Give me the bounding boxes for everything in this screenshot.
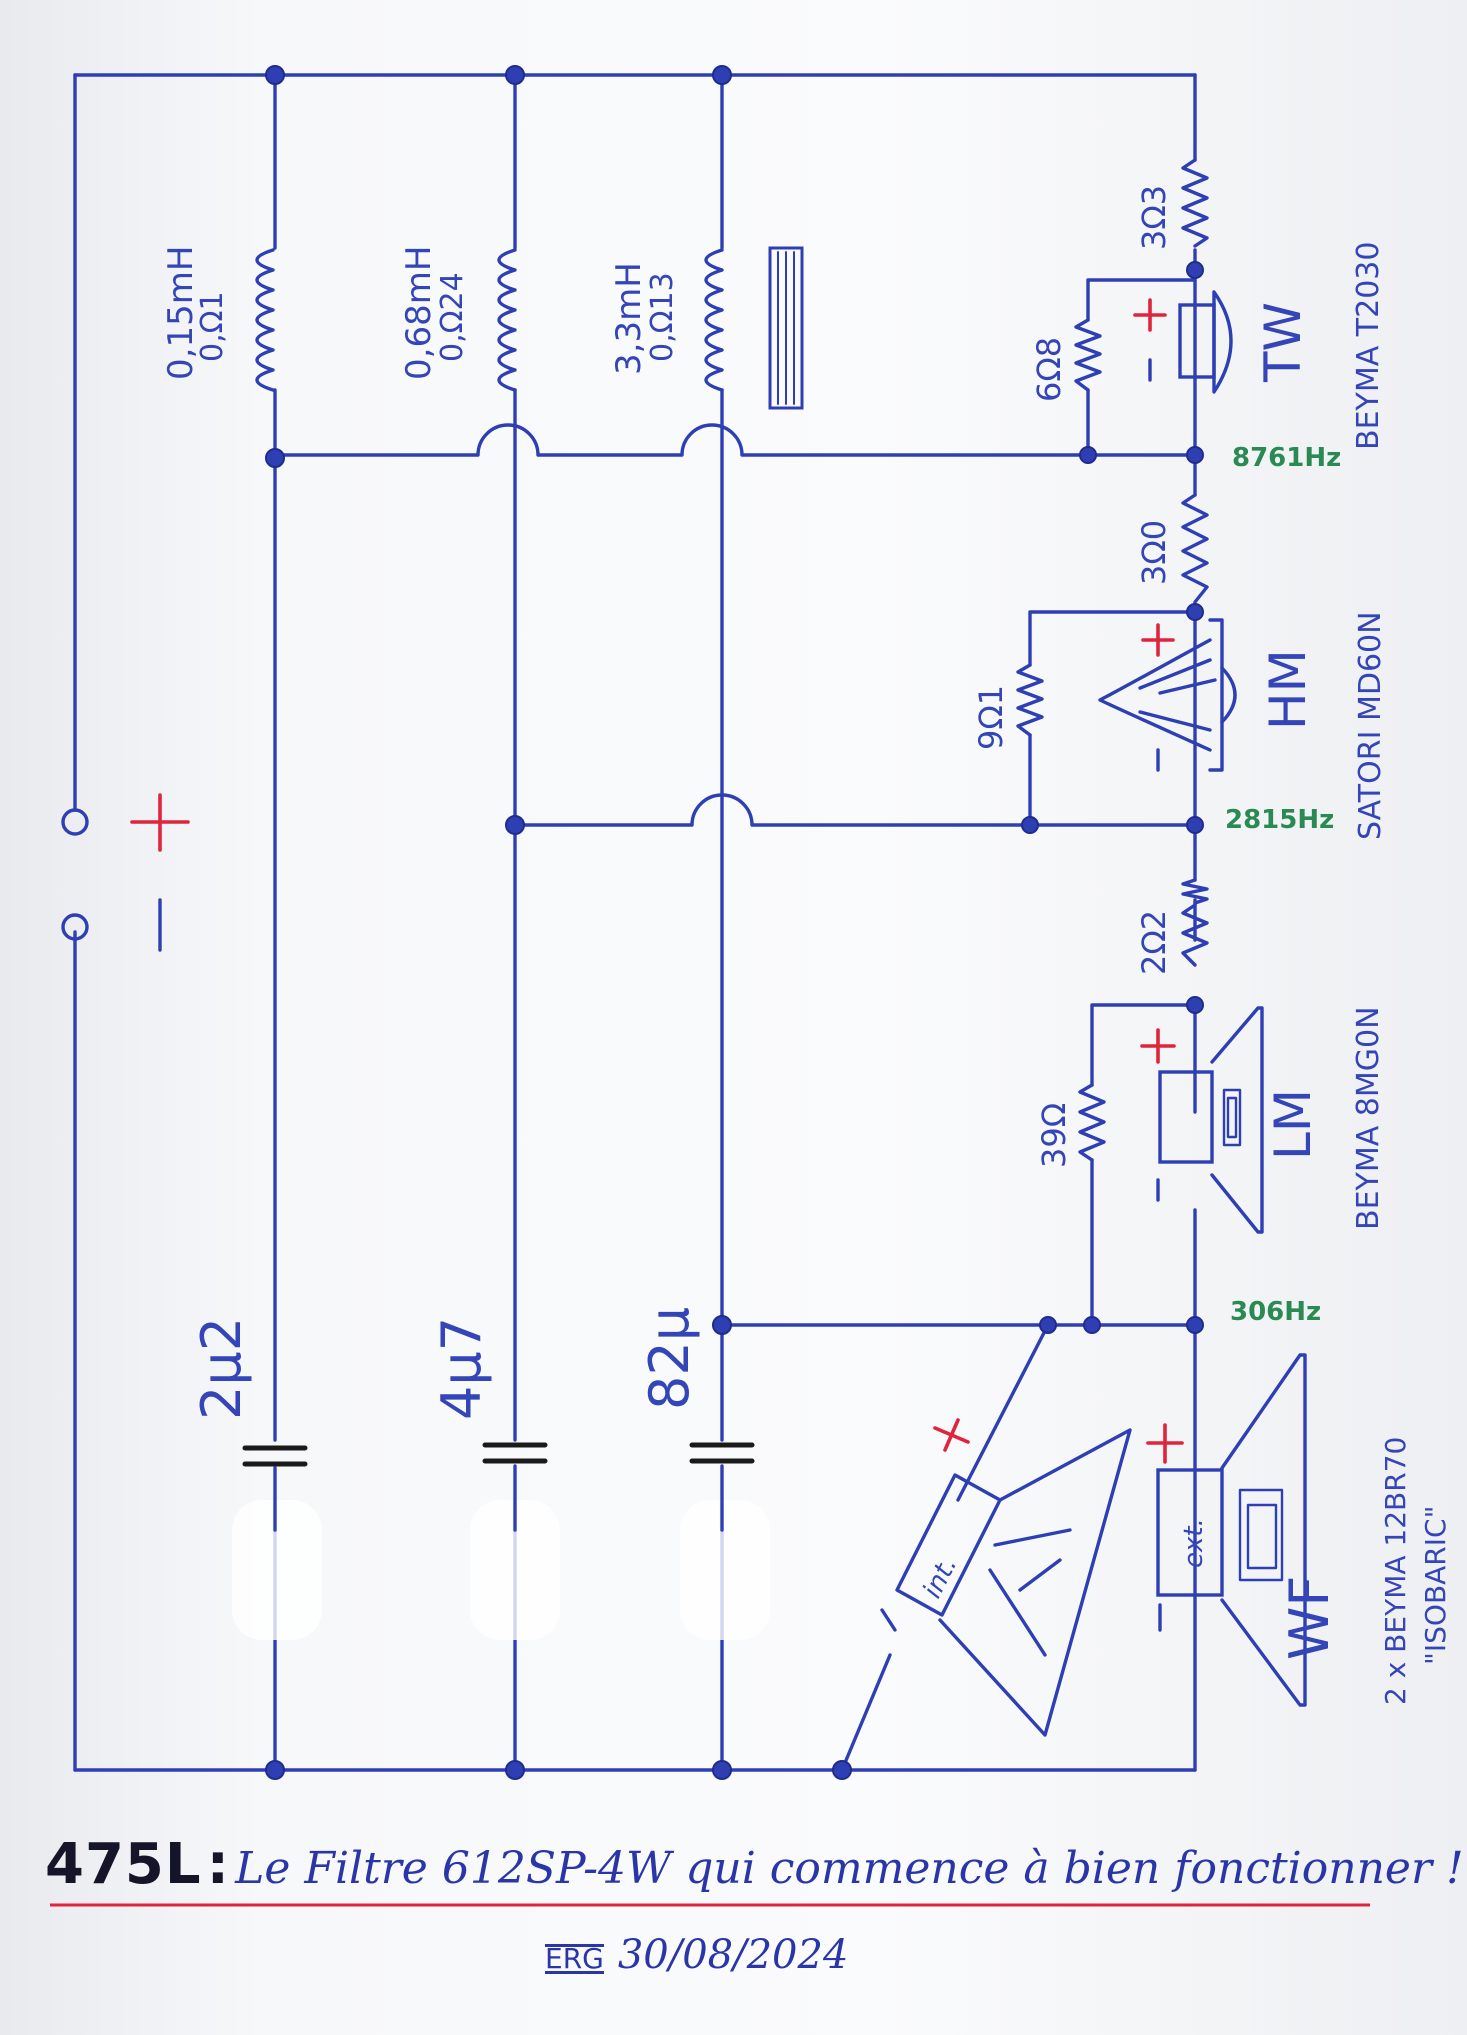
inductor-3-dcr: 0,Ω13 [645,272,680,362]
resistor-hm-parallel [1016,663,1044,737]
capacitor-1-value: 2μ2 [190,1317,253,1420]
inductor-1-value: 0,15mH [161,246,201,380]
junctions [265,65,1204,1780]
date: 30/08/2024 [617,1932,849,1978]
resistor-lm-series-value: 2Ω2 [1135,910,1173,975]
resistor-hm-parallel-value: 9Ω1 [972,685,1010,750]
hm-model: SATORI MD60N [1353,611,1388,840]
resistor-lm-parallel-value: 39Ω [1035,1103,1073,1168]
capacitor-1-symbol [242,1445,308,1467]
hm-frequency: 2815Hz [1225,805,1334,835]
resistor-tw-series-value: 3Ω3 [1135,185,1173,250]
wf-note: "ISOBARIC" [1419,1506,1452,1665]
driver-wf-int [880,1418,1132,1737]
resistor-lm-parallel [1078,1083,1106,1162]
inductor-3-value: 3,3mH [609,262,649,375]
date-line: ERG 30/08/2024 [545,1932,848,1978]
labels: 0,15mH 0,Ω1 0,68mH 0,Ω24 3,3mH 0,Ω13 2μ2… [161,185,1452,1705]
inductor-3-coil [704,248,724,392]
title-text: Le Filtre 612SP-4W qui commence à bien f… [235,1843,1464,1894]
capacitor-2-value: 4μ7 [430,1317,493,1420]
lm-frequency: 306Hz [1230,1297,1321,1327]
driver-tw [1133,290,1233,394]
inductor-coils [255,246,804,410]
hm-name: HM [1259,649,1317,730]
model-number: 475L [45,1832,202,1897]
wf-int-label: int. [918,1552,964,1603]
inductor-2-coil [497,248,517,392]
tw-model: BEYMA T2030 [1351,242,1386,450]
inductor-2-value: 0,68mH [399,246,439,380]
plus-sign [130,793,190,852]
resistor-lm-series [1181,903,1209,967]
wf-name: WF [1278,1576,1341,1660]
inductor-1-dcr: 0,Ω1 [195,291,230,362]
wf-ext-label: ext. [1179,1518,1209,1568]
minus-terminal [61,913,89,941]
title-separator: : [206,1832,231,1897]
resistor-hm-series-value: 3Ω0 [1135,520,1173,585]
capacitor-2-correction [470,1500,560,1640]
lm-model: BEYMA 8MG0N [1351,1006,1386,1230]
capacitor-1-correction [232,1500,322,1640]
driver-wf-ext [1146,1353,1307,1707]
wf-model: 2 x BEYMA 12BR70 [1379,1437,1412,1705]
driver-lm [1140,1006,1264,1234]
signature: ERG [545,1942,604,1975]
resistor-lm-series-a [1181,878,1209,905]
inductor-1-coil [255,248,275,392]
capacitors [232,1442,770,1640]
resistor-tw-parallel [1074,318,1102,392]
capacitor-3-correction [680,1500,770,1640]
plus-terminal [61,808,89,836]
capacitor-3-symbol [689,1442,755,1464]
tw-name: TW [1254,302,1312,383]
tw-frequency: 8761Hz [1232,443,1341,473]
capacitor-3-value: 82μ [638,1307,701,1410]
driver-hm [1098,618,1237,772]
input-terminals [61,793,190,952]
resistors [1016,158,1209,1162]
capacitor-2-symbol [482,1442,548,1464]
resistor-tw-parallel-value: 6Ω8 [1030,337,1068,402]
lm-name: LM [1264,1089,1322,1160]
resistor-hm-series [1181,493,1209,604]
inductor-2-dcr: 0,Ω24 [435,272,470,362]
title-line: 475L : Le Filtre 612SP-4W qui commence à… [45,1832,1464,1897]
resistor-tw-series [1181,158,1209,248]
inductor-3-core [768,246,804,410]
